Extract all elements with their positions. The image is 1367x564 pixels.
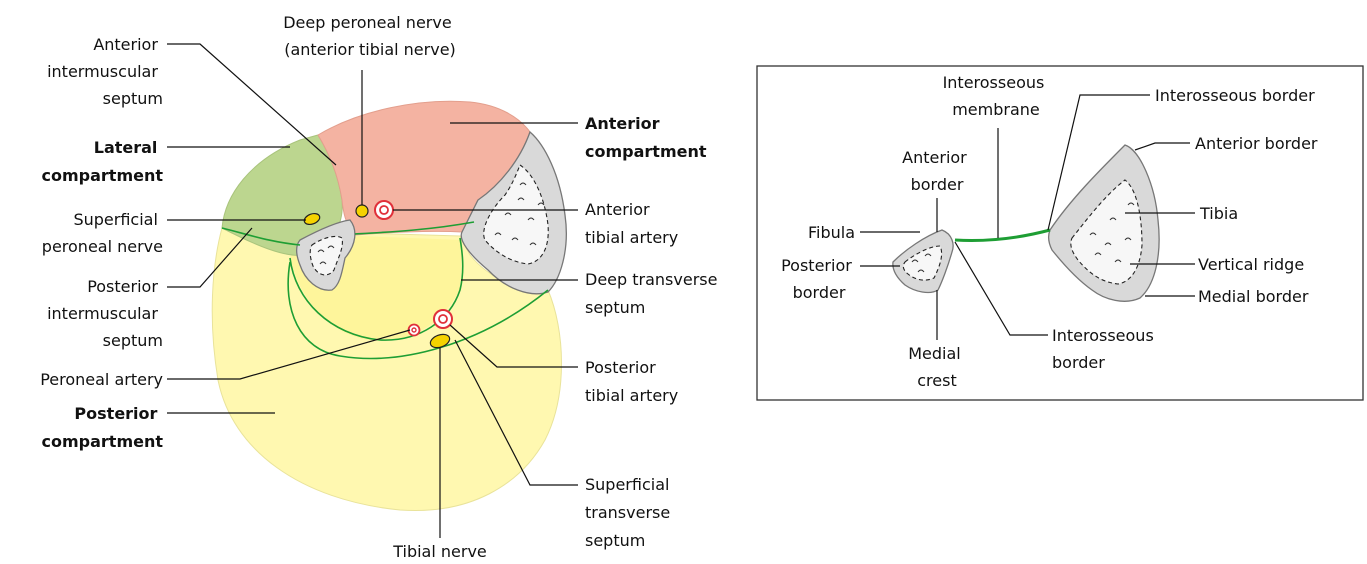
anterior-tibial-artery-mark bbox=[375, 201, 393, 219]
deep-peroneal-nerve-mark bbox=[356, 205, 368, 217]
peroneal-artery-label: Peroneal artery bbox=[40, 370, 163, 389]
lateral-compartment-label: Lateral compartment bbox=[42, 138, 164, 185]
posterior-tibial-artery-label: Posterior tibial artery bbox=[585, 358, 678, 405]
posterior-intermuscular-septum-label: Posterior intermuscular septum bbox=[47, 277, 163, 350]
tibial-nerve-label: Tibial nerve bbox=[392, 542, 487, 561]
vertical-ridge-label: Vertical ridge bbox=[1198, 255, 1304, 274]
leg-cross-section: Anterior intermuscular septum Lateral co… bbox=[40, 13, 722, 561]
deep-peroneal-nerve-label: Deep peroneal nerve (anterior tibial ner… bbox=[283, 13, 457, 59]
superficial-transverse-septum-label: Superficial transverse septum bbox=[585, 475, 675, 550]
anterior-intermuscular-septum-label: Anterior intermuscular septum bbox=[47, 35, 163, 108]
fibula-label: Fibula bbox=[808, 223, 855, 242]
interosseous-panel: Interosseous membrane Interosseous borde… bbox=[757, 66, 1363, 400]
peroneal-artery-mark bbox=[409, 325, 420, 336]
medial-border-label: Medial border bbox=[1198, 287, 1309, 306]
anterior-border-tibia-label: Anterior border bbox=[1195, 134, 1318, 153]
posterior-compartment-label: Posterior compartment bbox=[42, 404, 164, 451]
interosseous-border-top-label: Interosseous border bbox=[1155, 86, 1315, 105]
deep-transverse-septum-label: Deep transverse septum bbox=[585, 270, 723, 317]
tibia-label: Tibia bbox=[1199, 204, 1238, 223]
posterior-tibial-artery-mark bbox=[434, 310, 452, 328]
anterior-tibial-artery-label: Anterior tibial artery bbox=[585, 200, 678, 247]
anterior-compartment-label: Anterior compartment bbox=[585, 114, 707, 161]
superficial-peroneal-nerve-label: Superficial peroneal nerve bbox=[42, 210, 163, 256]
